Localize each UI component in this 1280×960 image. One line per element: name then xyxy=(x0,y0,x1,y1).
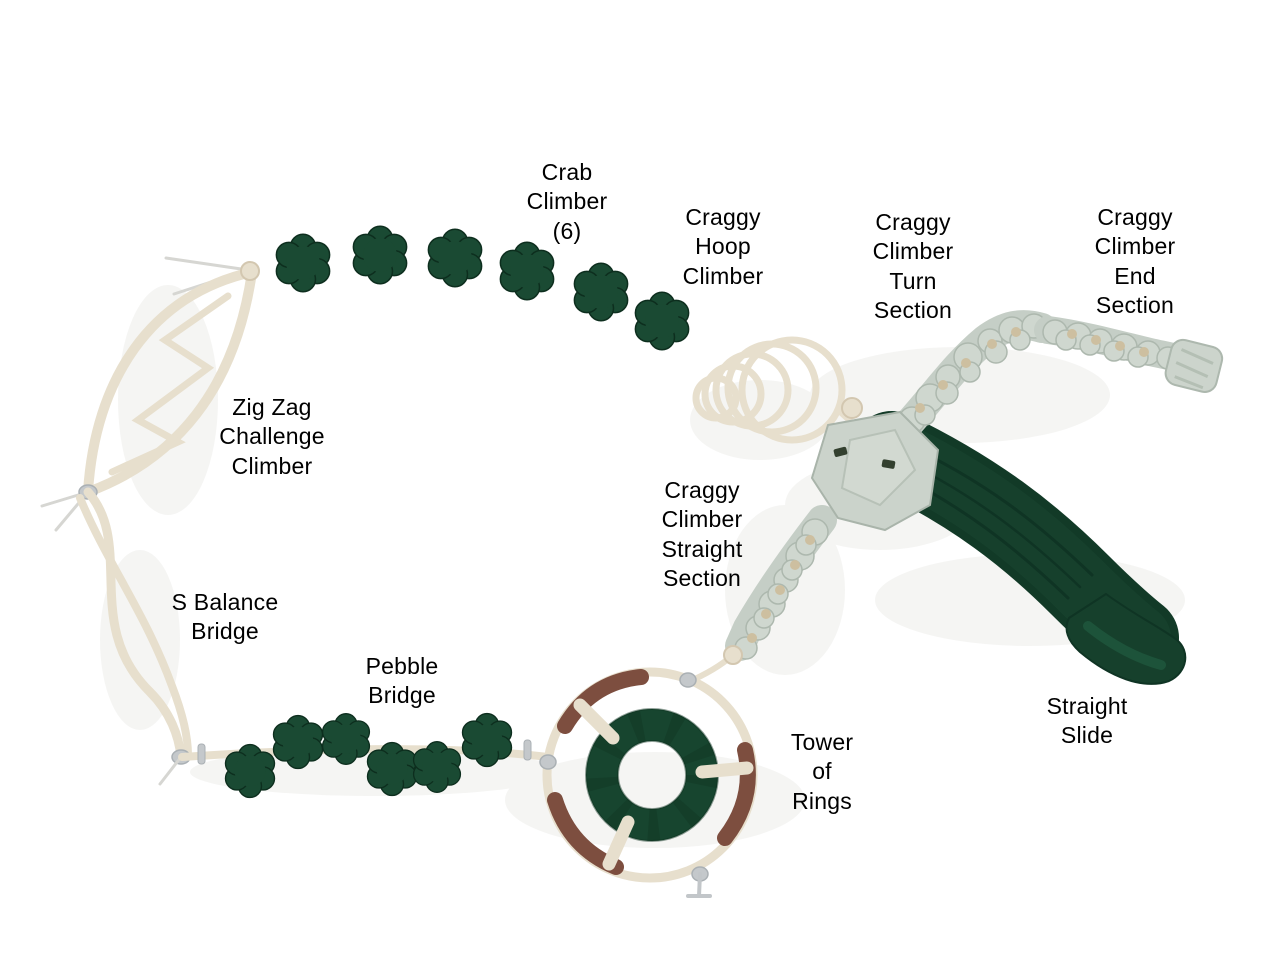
label-pebble-bridge: Pebble Bridge xyxy=(365,653,439,709)
craggy-hoop-climber-graphic xyxy=(692,336,861,444)
deck-hub-graphic xyxy=(810,397,940,532)
craggy-climber-turn-section-graphic xyxy=(890,310,1057,443)
label-craggy-climber-turn-section: Craggy Climber Turn Section xyxy=(872,209,954,324)
crab-climber-graphic xyxy=(275,225,690,351)
craggy-climber-end-section-graphic xyxy=(1034,316,1224,393)
label-craggy-hoop-climber: Craggy Hoop Climber xyxy=(682,204,764,289)
label-zig-zag-challenge-climber: Zig Zag Challenge Climber xyxy=(219,394,325,479)
straight-slide-graphic xyxy=(851,411,1187,685)
label-craggy-climber-end-section: Craggy Climber End Section xyxy=(1094,204,1176,319)
tower-of-rings-graphic xyxy=(539,667,758,898)
label-crab-climber: Crab Climber (6) xyxy=(526,159,608,244)
label-tower-of-rings: Tower of Rings xyxy=(790,729,854,814)
label-s-balance-bridge: S Balance Bridge xyxy=(171,589,279,645)
label-straight-slide: Straight Slide xyxy=(1046,693,1128,749)
craggy-climber-straight-section-graphic xyxy=(685,505,837,685)
zig-zag-challenge-climber-graphic xyxy=(40,256,260,532)
label-craggy-climber-straight-section: Craggy Climber Straight Section xyxy=(661,477,743,592)
pebble-bridge-graphic xyxy=(178,712,552,799)
